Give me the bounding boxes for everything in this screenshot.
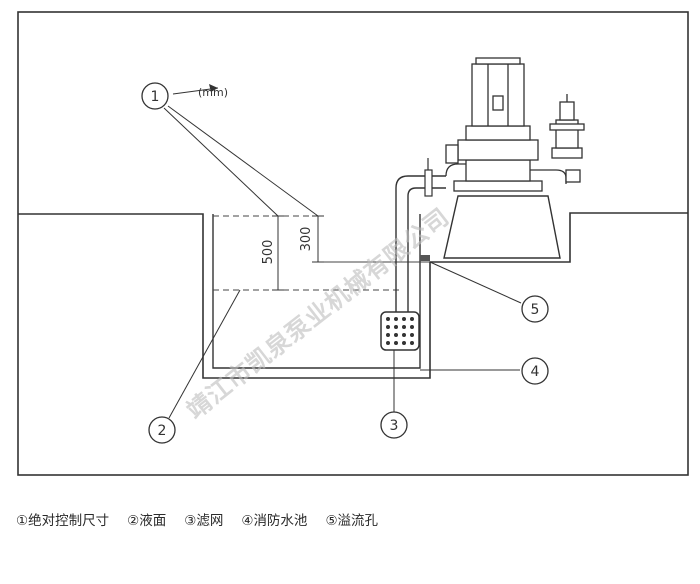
callout-4: 4 — [521, 357, 549, 385]
legend-text-1: 绝对控制尺寸 — [28, 513, 110, 529]
callout-3-number: 3 — [390, 418, 399, 434]
callout-5-number: 5 — [531, 302, 540, 318]
pool-inner-wall — [212, 214, 421, 369]
callout-2-number: 2 — [158, 423, 167, 439]
pump-unit — [445, 57, 585, 192]
overflow-hole — [420, 255, 430, 261]
callout-5: 5 — [521, 295, 549, 323]
suction-pipe-outer — [395, 175, 446, 318]
fire-pool-diagram: 500 300 — [17, 11, 689, 476]
outer-frame — [17, 11, 689, 476]
callout-4-number: 4 — [531, 364, 540, 380]
legend-text-3: 滤网 — [196, 513, 224, 529]
callout-2: 2 — [148, 416, 176, 444]
legend-item-3: ③滤网 — [184, 509, 223, 529]
unit-label: (mm) — [198, 86, 228, 99]
legend: ①绝对控制尺寸 ②液面 ③滤网 ④消防水池 ⑤溢流孔 — [16, 509, 378, 529]
legend-num-5: ⑤ — [325, 513, 338, 529]
legend-text-5: 溢流孔 — [337, 513, 379, 529]
leader-2 — [168, 289, 241, 419]
legend-num-1: ① — [16, 513, 29, 529]
legend-num-2: ② — [127, 513, 140, 529]
dimension-500-label: 500 — [261, 240, 276, 265]
legend-item-5: ⑤溢流孔 — [325, 509, 378, 529]
suction-pipe-inner — [407, 187, 446, 318]
dimension-300-label: 300 — [299, 227, 314, 252]
leader-1b — [167, 105, 319, 217]
legend-item-2: ②液面 — [127, 509, 166, 529]
legend-num-4: ④ — [241, 513, 254, 529]
legend-num-3: ③ — [184, 513, 197, 529]
callout-3: 3 — [380, 411, 408, 439]
ground-line — [18, 212, 688, 379]
filter-screen — [380, 311, 420, 351]
leader-1a — [163, 107, 279, 217]
callout-1: 1 — [141, 82, 169, 110]
leader-1-arrow — [209, 84, 218, 92]
legend-item-1: ①绝对控制尺寸 — [16, 509, 109, 529]
legend-text-2: 液面 — [139, 513, 167, 529]
pump-foundation — [443, 195, 561, 259]
pipe-flange — [424, 169, 433, 197]
legend-text-4: 消防水池 — [253, 513, 308, 529]
callout-1-number: 1 — [151, 89, 160, 105]
leader-5 — [429, 261, 522, 304]
legend-item-4: ④消防水池 — [241, 509, 307, 529]
